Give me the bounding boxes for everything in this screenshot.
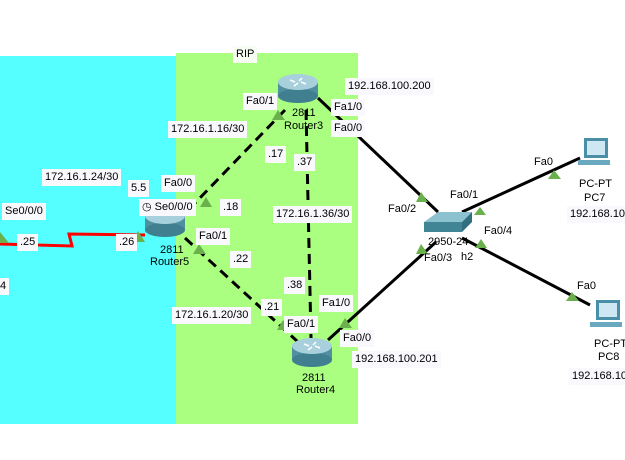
- r5-partial-label: 5.5: [128, 180, 150, 197]
- left-partial-label: 4: [0, 278, 10, 295]
- switch-model: 2950-24: [428, 236, 469, 248]
- router4-name: Router4: [296, 384, 336, 396]
- router5-model: 2811: [160, 244, 184, 256]
- link-r3-r4[interactable]: [304, 109, 313, 339]
- router4-model: 2811: [302, 372, 326, 384]
- router5-name: Router5: [150, 256, 190, 268]
- rip-label: RIP: [233, 46, 258, 63]
- r3-fa01-label: Fa0/1: [243, 93, 278, 110]
- pc-icon[interactable]: [590, 300, 622, 327]
- host-label: .38: [284, 277, 306, 294]
- sw-fa03-label: Fa0/3: [424, 252, 453, 264]
- pc7-ip: 192.168.10: [567, 206, 625, 223]
- router-icon[interactable]: [278, 74, 318, 103]
- pc8-ip: 192.168.10: [569, 368, 625, 385]
- link-switch-pc7[interactable]: [461, 156, 581, 214]
- link-r3-switch[interactable]: [316, 96, 440, 214]
- pc7-model: PC-PT: [579, 178, 612, 190]
- switch-icon[interactable]: [424, 212, 472, 232]
- clock-icon: ◷: [142, 201, 152, 213]
- sw-fa02-label: Fa0/2: [388, 203, 417, 215]
- router3-name: Router3: [284, 120, 324, 132]
- pc7-name: PC7: [584, 192, 606, 204]
- router4-ip: 192.168.100.201: [352, 351, 441, 368]
- pc-icon[interactable]: [578, 138, 610, 165]
- router3-ip: 192.168.100.200: [345, 78, 434, 95]
- host-label: .25: [17, 234, 39, 251]
- host-label: .17: [265, 146, 287, 163]
- router-icon[interactable]: [292, 338, 332, 367]
- network-label: 172.16.1.20/30: [172, 307, 252, 324]
- r4-fa00-label: Fa0/0: [340, 330, 375, 347]
- network-label: 172.16.1.16/30: [168, 121, 248, 138]
- r5-se000-text: Se0/0/0: [154, 201, 193, 213]
- sw-fa01-label: Fa0/1: [450, 189, 479, 201]
- r4-fa10-label: Fa1/0: [319, 295, 354, 312]
- r5-fa01-label: Fa0/1: [196, 228, 231, 245]
- r5-fa00-label: Fa0/0: [161, 175, 196, 192]
- network-label: 172.16.1.36/30: [273, 206, 353, 223]
- link-switch-pc8[interactable]: [461, 236, 591, 307]
- network-label: 172.16.1.24/30: [42, 169, 122, 186]
- host-label: .21: [261, 299, 283, 316]
- pc8-model: PC-PT: [594, 338, 625, 350]
- host-label: .37: [294, 154, 316, 171]
- r3-fa00-label: Fa0/0: [331, 120, 366, 137]
- sw-fa04-label: Fa0/4: [484, 225, 513, 237]
- switch-name: h2: [461, 251, 474, 263]
- router3-model: 2811: [292, 107, 316, 119]
- host-label: .18: [220, 199, 242, 216]
- link-r3-r5[interactable]: [193, 108, 287, 205]
- link-r5-r4[interactable]: [183, 236, 300, 344]
- pc7-fa0-label: Fa0: [534, 156, 553, 168]
- r4-fa01-label: Fa0/1: [284, 316, 319, 333]
- host-label: .22: [230, 251, 252, 268]
- left-se000-label: Se0/0/0: [2, 203, 46, 220]
- pc8-name: PC8: [598, 351, 620, 363]
- host-label: .26: [116, 234, 138, 251]
- port-indicators: [0, 110, 579, 330]
- r5-se000-label: ◷ Se0/0/0: [139, 199, 196, 216]
- r3-fa10-label: Fa1/0: [331, 99, 366, 116]
- pc8-fa0-label: Fa0: [577, 280, 596, 292]
